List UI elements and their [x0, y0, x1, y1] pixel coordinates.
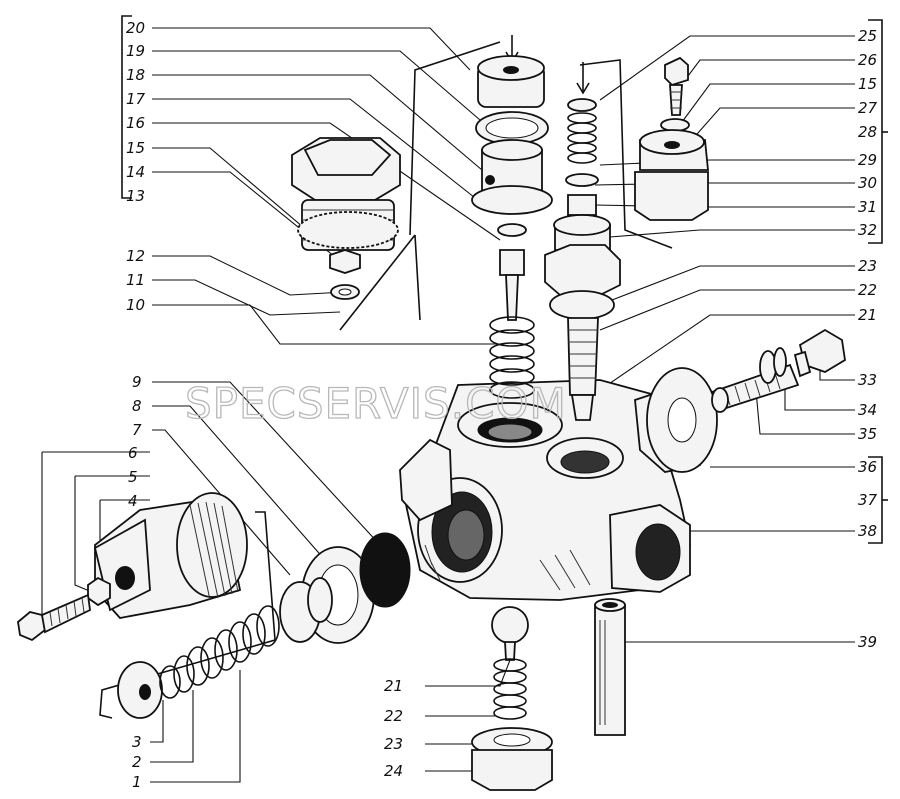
label-13: 13 — [126, 187, 145, 205]
label-28: 28 — [858, 123, 877, 141]
label-21-bottom: 21 — [384, 677, 403, 695]
label-2: 2 — [132, 753, 142, 771]
part-labels: 20 19 18 17 16 15 14 13 12 11 10 9 8 7 6… — [126, 19, 878, 791]
label-14: 14 — [126, 163, 145, 181]
label-10: 10 — [126, 296, 145, 314]
label-39: 39 — [858, 633, 877, 651]
spring-10 — [489, 316, 535, 399]
banjo-bolt-33 — [710, 328, 846, 413]
label-31: 31 — [858, 198, 877, 216]
label-16: 16 — [126, 114, 145, 132]
label-32: 32 — [858, 221, 877, 239]
label-15: 15 — [126, 139, 145, 157]
label-23: 23 — [858, 257, 877, 275]
bottom-valve — [471, 606, 553, 791]
label-22: 22 — [858, 281, 877, 299]
label-21: 21 — [858, 306, 877, 324]
label-23-bottom: 23 — [384, 735, 403, 753]
label-24: 24 — [384, 762, 403, 780]
label-20: 20 — [126, 19, 145, 37]
label-27: 27 — [858, 99, 878, 117]
valve-stack-top — [471, 55, 553, 321]
label-29: 29 — [858, 151, 877, 169]
brackets — [99, 15, 888, 719]
label-38: 38 — [858, 522, 877, 540]
tube-39 — [594, 598, 626, 736]
label-25: 25 — [858, 27, 877, 45]
label-34: 34 — [858, 401, 877, 419]
pump-body — [399, 379, 706, 601]
label-36: 36 — [858, 458, 877, 476]
label-6: 6 — [128, 444, 138, 462]
label-8: 8 — [132, 397, 142, 415]
label-30: 30 — [858, 174, 877, 192]
label-5: 5 — [128, 468, 138, 486]
label-4: 4 — [128, 492, 138, 510]
label-22-bottom: 22 — [384, 707, 403, 725]
label-37: 37 — [858, 491, 878, 509]
label-33: 33 — [858, 371, 877, 389]
cap-assembly-28 — [634, 56, 709, 221]
label-35: 35 — [858, 425, 877, 443]
gasket-36 — [646, 367, 718, 473]
watermark: SPECSERVIS.COM — [185, 379, 567, 428]
label-3: 3 — [132, 733, 142, 751]
label-26: 26 — [858, 51, 877, 69]
label-7: 7 — [132, 421, 142, 439]
label-11: 11 — [126, 271, 145, 289]
label-9: 9 — [132, 373, 142, 391]
label-12: 12 — [126, 247, 145, 265]
leader-lines — [41, 27, 855, 783]
label-1: 1 — [132, 773, 142, 791]
label-17: 17 — [126, 90, 146, 108]
label-19: 19 — [126, 42, 145, 60]
label-18: 18 — [126, 66, 145, 84]
label-15-right: 15 — [858, 75, 877, 93]
valve-stack-right — [544, 98, 621, 421]
left-assembly — [17, 492, 411, 719]
plug-assembly-13 — [291, 137, 401, 300]
